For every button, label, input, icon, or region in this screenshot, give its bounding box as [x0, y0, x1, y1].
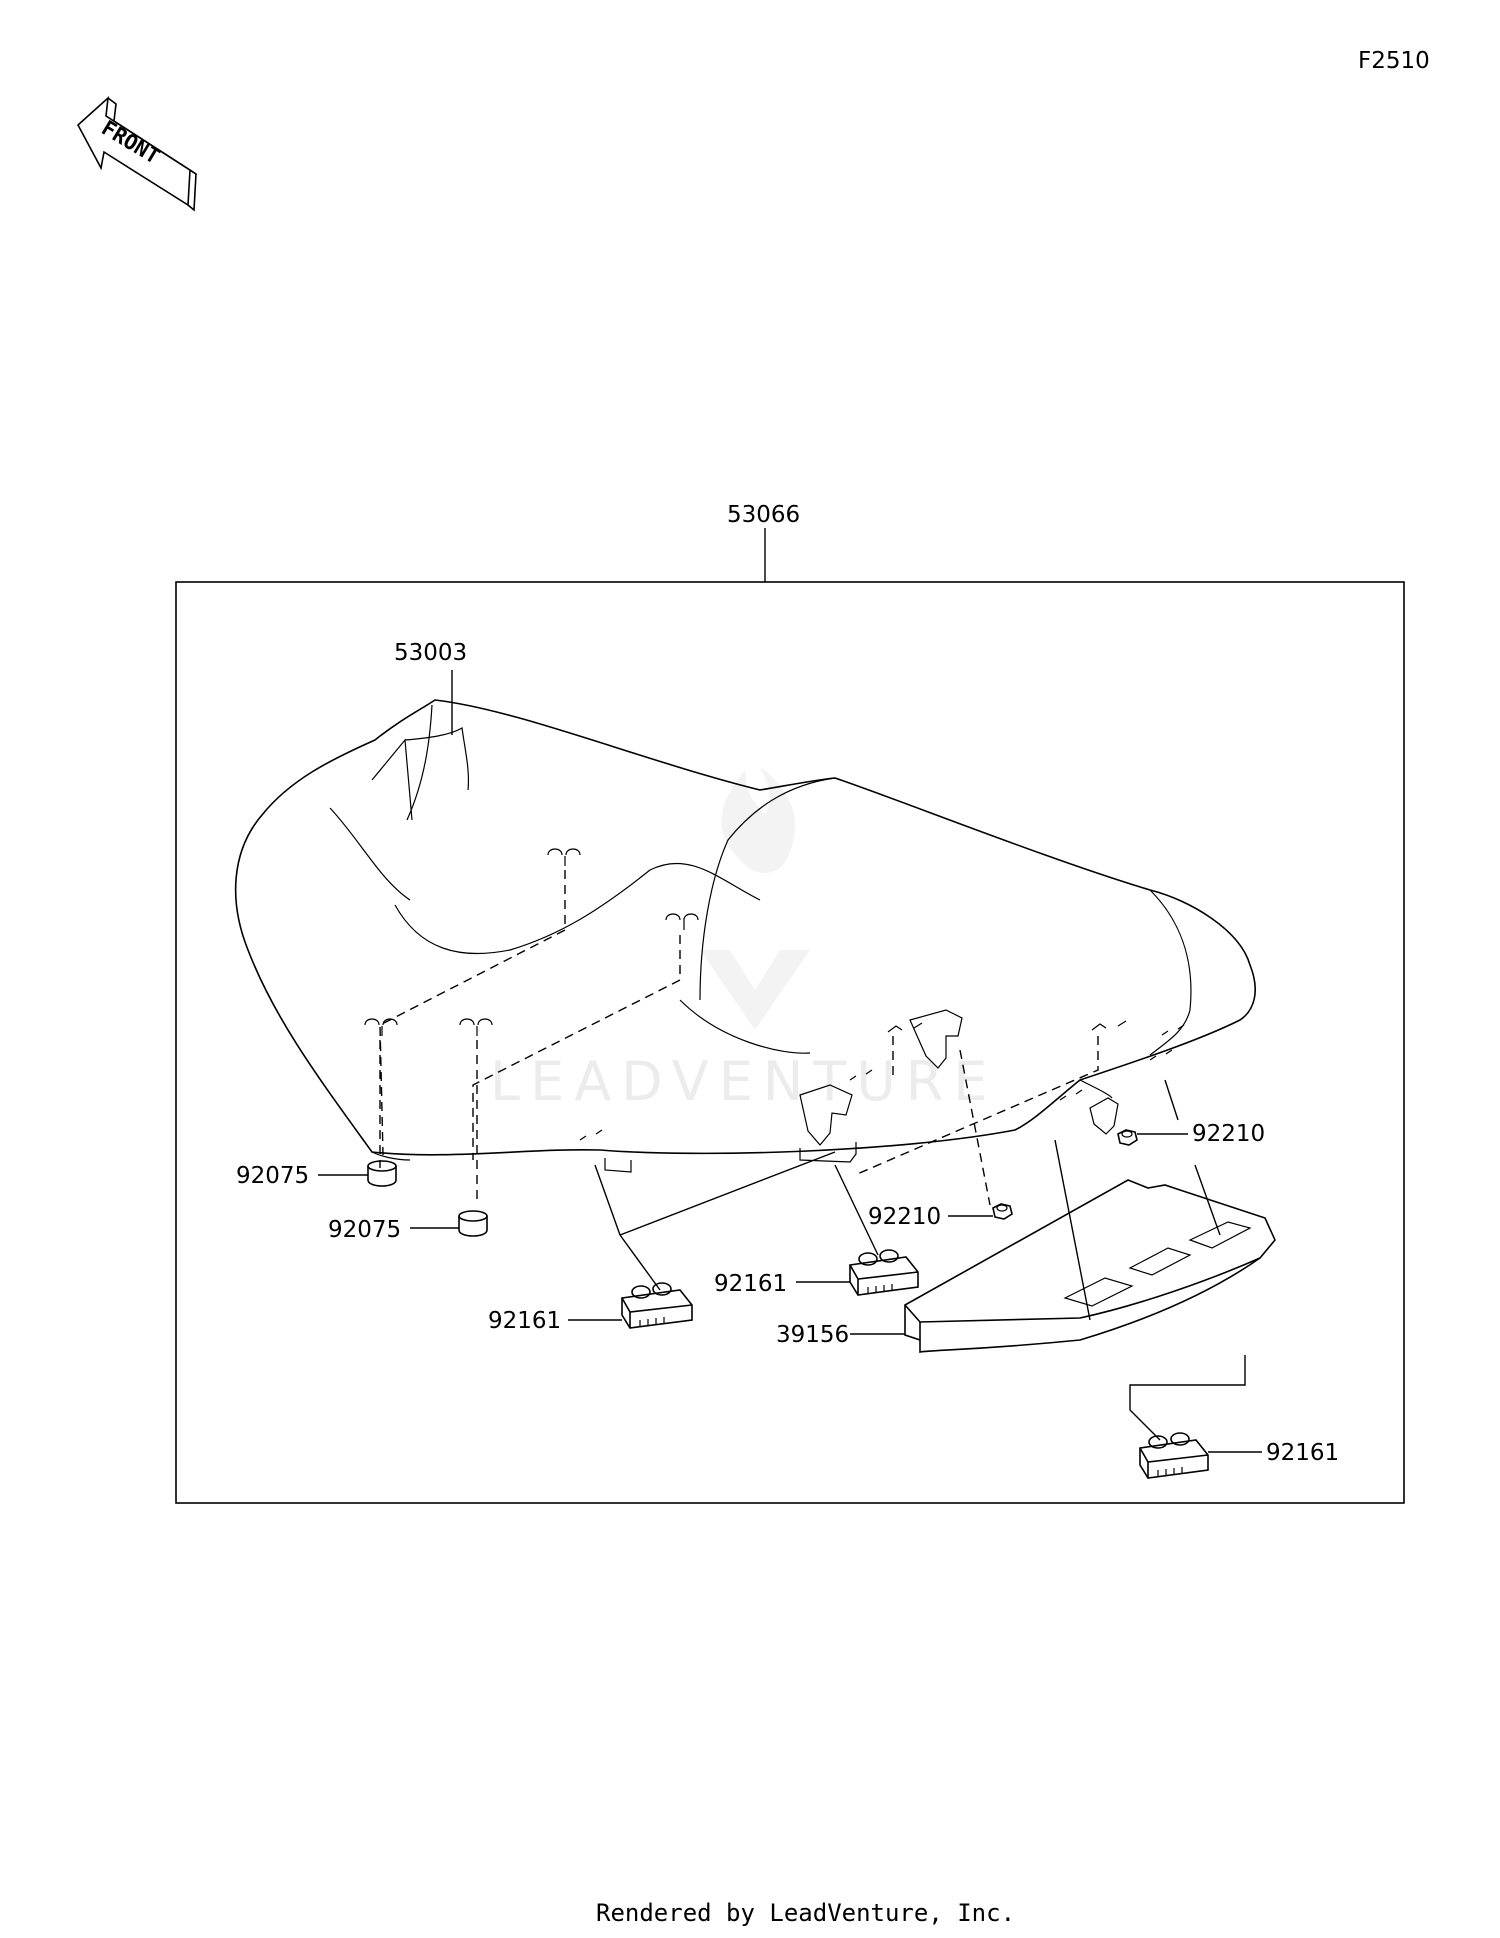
assembly-frame: [175, 581, 1405, 1504]
damper-92075-lower: [458, 1210, 488, 1237]
damper-92161-front: [621, 1282, 693, 1329]
label-39156: 39156: [776, 1322, 849, 1348]
damper-92161-middle: [849, 1249, 919, 1296]
damper-92075-upper: [367, 1160, 397, 1187]
watermark-logo: [700, 767, 810, 1030]
footer-credit: Rendered by LeadVenture, Inc.: [596, 1899, 1015, 1927]
diagram-code: F2510: [1358, 48, 1430, 74]
label-53066: 53066: [727, 502, 800, 528]
watermark-text: LEADVENTURE: [490, 1050, 997, 1113]
assembly-guides: [379, 870, 1099, 1206]
assembly-lines: [594, 1079, 1246, 1441]
label-92075-upper: 92075: [236, 1163, 309, 1189]
front-arrow-label: FRONT: [97, 116, 164, 169]
tray-39156: [904, 1179, 1276, 1353]
nut-92210-right: [1117, 1129, 1138, 1146]
front-arrow-icon: FRONT: [76, 95, 197, 212]
label-92161-middle: 92161: [714, 1271, 787, 1297]
nut-92210-middle: [992, 1203, 1013, 1220]
label-92161-front: 92161: [488, 1308, 561, 1334]
damper-92161-rear: [1139, 1432, 1209, 1479]
seat-clips: [364, 848, 1185, 1173]
label-92161-rear: 92161: [1266, 1440, 1339, 1466]
label-53003: 53003: [394, 640, 467, 666]
label-92210-middle: 92210: [868, 1204, 941, 1230]
label-92075-lower: 92075: [328, 1217, 401, 1243]
seat-body: [234, 699, 1256, 1161]
label-92210-right: 92210: [1192, 1121, 1265, 1147]
